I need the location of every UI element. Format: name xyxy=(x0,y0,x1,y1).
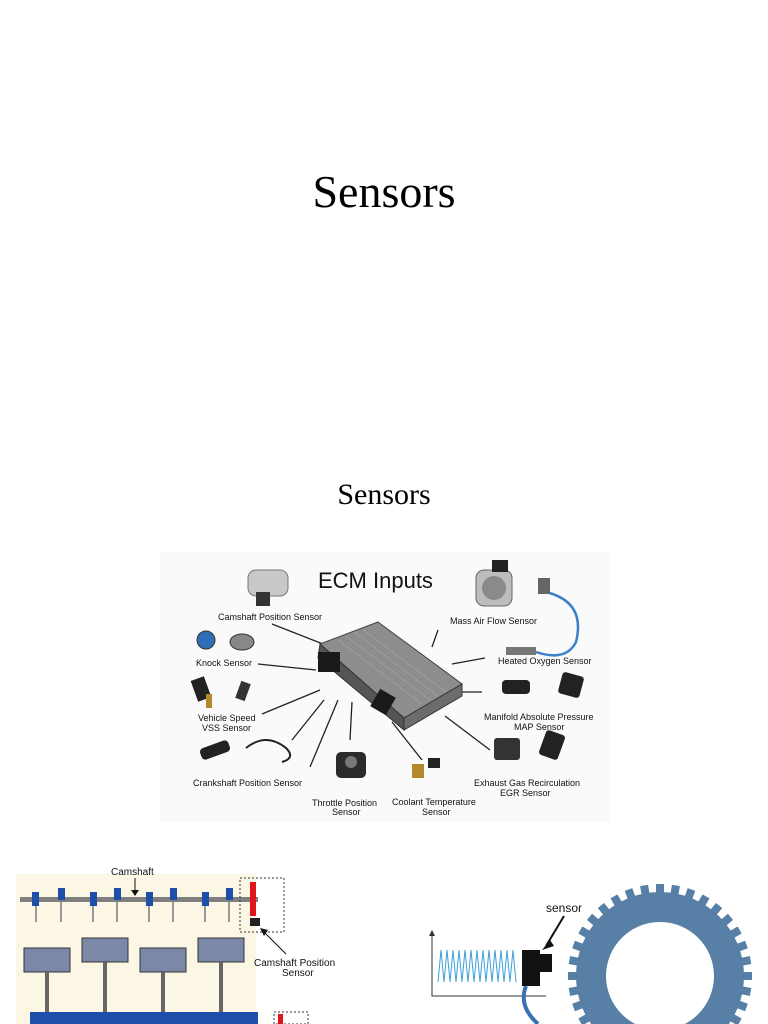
label-oxygen: Heated Oxygen Sensor xyxy=(498,656,592,666)
connecting-rods xyxy=(45,962,223,1017)
map-sensor-icon xyxy=(502,672,584,698)
cam-signal-marker xyxy=(250,882,256,916)
camshaft-position-sensor xyxy=(250,918,260,926)
wheel-sensor-label: sensor xyxy=(546,901,582,915)
knock-sensor-icon xyxy=(196,630,255,651)
camshaft-sensor-icon xyxy=(247,569,289,606)
valves xyxy=(35,902,230,922)
slide-title: Sensors xyxy=(312,166,456,217)
coolant-sensor-icon xyxy=(412,758,440,778)
label-coolant-1: Coolant Temperature xyxy=(392,797,476,807)
ecm-inputs-diagram: ECM Inputs xyxy=(160,552,610,822)
label-map-2: MAP Sensor xyxy=(514,722,564,732)
maf-sensor-icon xyxy=(475,560,513,607)
reluctor-wheel xyxy=(568,884,752,1024)
signal-waveform xyxy=(437,949,517,983)
gear-tooth xyxy=(656,884,664,894)
connector-lines xyxy=(257,623,491,768)
ecm-module xyxy=(317,621,463,732)
label-coolant-2: Sensor xyxy=(422,807,451,817)
reluctor-wheel-diagram: sensor xyxy=(429,884,752,1024)
vss-sensor-icon xyxy=(190,676,251,708)
egr-sensor-icon xyxy=(494,730,565,760)
gear-tooth xyxy=(742,972,752,980)
sensor-label-2: Sensor xyxy=(282,968,314,979)
sensor-label-1: Camshaft Position xyxy=(254,958,335,969)
camshaft-diagram: Camshaft Camshaft Position Sensor xyxy=(16,867,335,1024)
throttle-sensor-icon xyxy=(336,752,366,778)
label-maf: Mass Air Flow Sensor xyxy=(450,616,537,626)
label-throttle-2: Sensor xyxy=(332,807,361,817)
slide-subtitle: Sensors xyxy=(337,478,431,511)
label-vss-2: VSS Sensor xyxy=(202,723,251,733)
crankshaft-bar xyxy=(30,1012,258,1024)
label-map-1: Manifold Absolute Pressure xyxy=(484,712,594,722)
label-egr-2: EGR Sensor xyxy=(500,788,551,798)
label-vss-1: Vehicle Speed xyxy=(198,713,256,723)
ecm-heading: ECM Inputs xyxy=(318,568,433,593)
wheel-sensor xyxy=(522,950,540,986)
cam-lobes xyxy=(32,888,233,906)
crankshaft-sensor-icon xyxy=(199,739,292,763)
label-crankshaft: Crankshaft Position Sensor xyxy=(193,778,302,788)
camshaft-bar xyxy=(20,897,258,902)
camshaft-label: Camshaft xyxy=(111,867,154,878)
label-throttle-1: Throttle Position xyxy=(312,798,377,808)
label-camshaft: Camshaft Position Sensor xyxy=(218,612,322,622)
oxygen-sensor-icon xyxy=(506,578,580,657)
label-knock: Knock Sensor xyxy=(196,658,252,668)
pistons xyxy=(23,937,245,973)
gear-tooth xyxy=(568,972,578,980)
label-egr-1: Exhaust Gas Recirculation xyxy=(474,778,580,788)
